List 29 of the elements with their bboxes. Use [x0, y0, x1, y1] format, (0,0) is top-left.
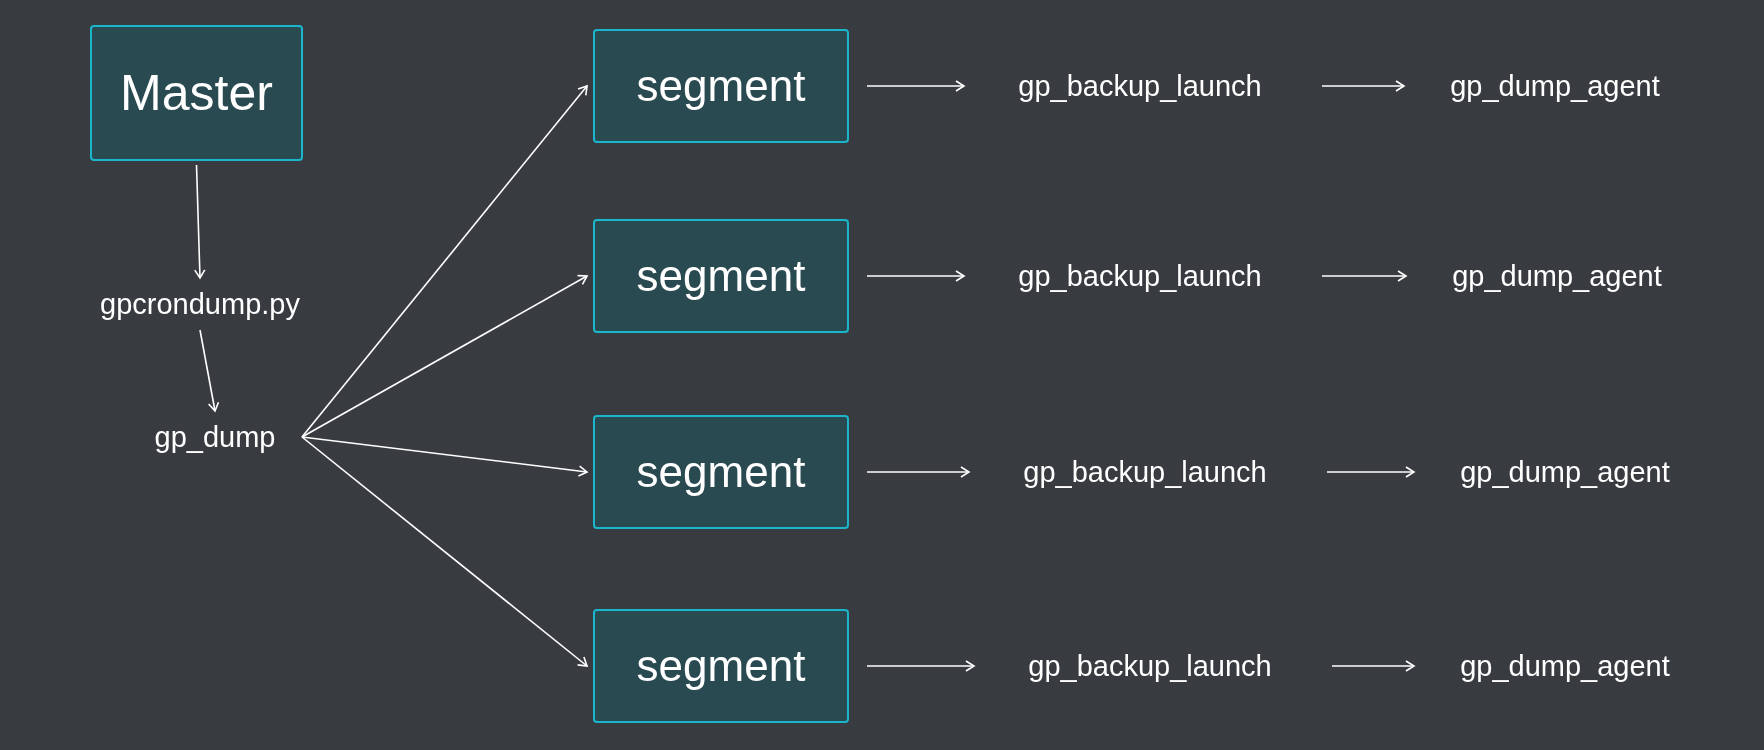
arrow	[301, 85, 588, 438]
program-label: gpcrondump.py	[78, 282, 322, 326]
arrow	[1331, 660, 1415, 672]
arrow	[199, 329, 220, 412]
process-box: segment	[593, 609, 849, 723]
arrow	[301, 436, 588, 477]
program-label: gp_dump_agent	[1410, 64, 1700, 108]
program-label: gp_dump_agent	[1420, 450, 1710, 494]
arrow	[866, 466, 970, 478]
process-box: segment	[593, 219, 849, 333]
program-label: gp_dump_agent	[1412, 254, 1702, 298]
process-box: segment	[593, 29, 849, 143]
program-label: gp_backup_launch	[980, 644, 1320, 688]
arrow	[866, 80, 965, 92]
program-label: gp_backup_launch	[975, 450, 1315, 494]
arrow	[1326, 466, 1415, 478]
program-label: gp_dump	[140, 415, 290, 459]
arrow	[866, 660, 975, 672]
program-label: gp_backup_launch	[970, 254, 1310, 298]
arrow	[193, 164, 206, 279]
program-label: gp_backup_launch	[970, 64, 1310, 108]
program-label: gp_dump_agent	[1420, 644, 1710, 688]
arrow	[1321, 270, 1407, 282]
process-box: segment	[593, 415, 849, 529]
arrow	[301, 274, 588, 438]
arrow	[301, 436, 588, 667]
process-box: Master	[90, 25, 303, 161]
arrow	[866, 270, 965, 282]
arrow	[1321, 80, 1405, 92]
